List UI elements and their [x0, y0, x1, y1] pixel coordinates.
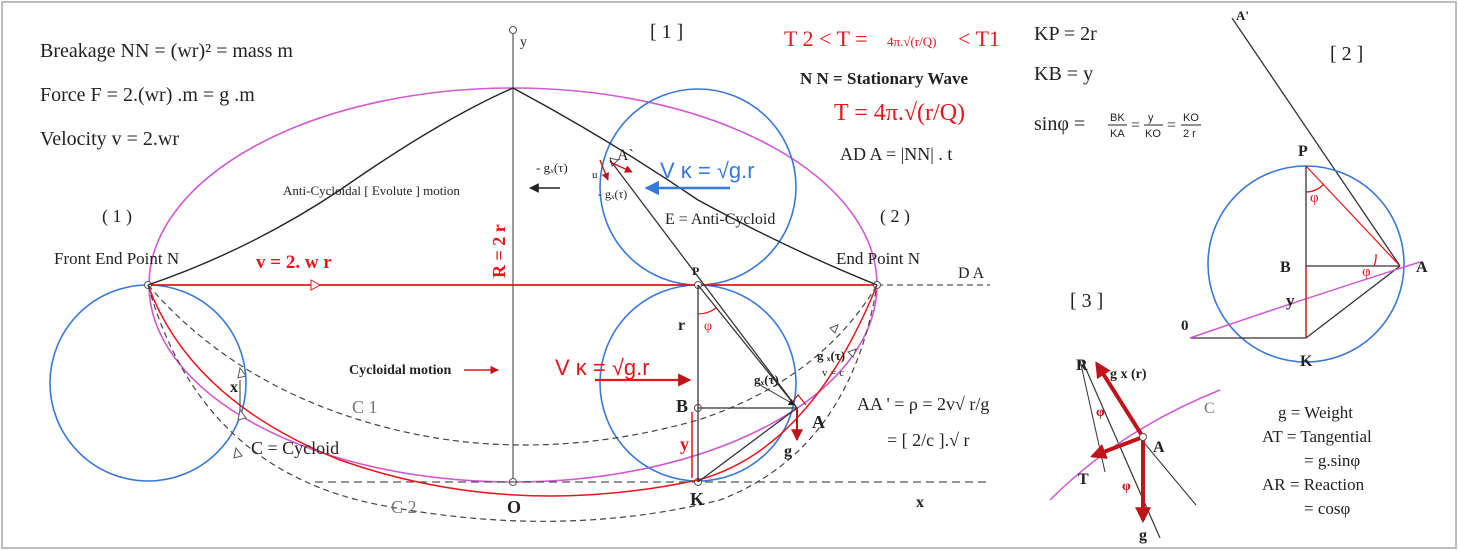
legend-tangential: AT = Tangential [1262, 427, 1372, 446]
anti-cycloid-label: E = Anti-Cycloid [665, 211, 775, 228]
panel3-curve-c [1049, 389, 1221, 501]
point-1-label: Front End Point N [54, 249, 179, 268]
panel3-tag: [ 3 ] [1070, 290, 1103, 312]
breakage-formula: Breakage NN = (wr)² = mass m [40, 40, 293, 62]
g-c-label-1: g ₓ(τ) [817, 348, 845, 363]
svg-text:y: y [1148, 112, 1154, 124]
legend-tangential-eq: = g.sinφ [1304, 451, 1360, 470]
p3-c-label: C [1204, 400, 1215, 417]
p3-t-label: T [1078, 471, 1089, 488]
p3-gx-label: g x (r) [1110, 367, 1147, 382]
sin-phi-lhs: sinφ = [1034, 113, 1085, 135]
tangential-arrow [1090, 435, 1144, 459]
p3-phi-label-1: φ [1096, 405, 1105, 420]
p2-a-prime-label: A' [1236, 8, 1249, 23]
p2-p-label: P [1298, 143, 1308, 160]
a-prime-label: A` [617, 147, 634, 164]
anti-cycloid-right [512, 87, 878, 286]
legend-weight: g = Weight [1278, 403, 1353, 422]
legend-reaction-eq: = cosφ [1304, 499, 1350, 518]
phi-label-1: φ [704, 319, 712, 334]
p2-y-label: y [1286, 291, 1295, 310]
b-label: B [676, 396, 688, 416]
cycloidal-motion-label: Cycloidal motion [349, 363, 451, 378]
sin-fraction-2: y KO = [1144, 112, 1176, 140]
y-axis-label: y [520, 35, 527, 50]
g-c-label-3: gₓ(τ) [754, 372, 779, 387]
p3-a-label: A [1153, 439, 1165, 456]
period-inequality-right: < T1 [958, 26, 1000, 51]
c2-label: C 2 [391, 497, 417, 517]
p2-phi-label-1: φ [1310, 190, 1319, 206]
g-c-label-2: v = c [822, 367, 844, 379]
svg-text:KA: KA [1110, 128, 1125, 140]
r-axis-label: R = 2 r [489, 224, 509, 278]
reaction-arrow [1095, 361, 1145, 439]
c1-label: C 1 [352, 397, 378, 417]
kp-formula: KP = 2r [1034, 23, 1097, 45]
g-label: g [784, 443, 792, 460]
u-label: u [592, 169, 598, 181]
panel2-magenta-curve [1189, 261, 1421, 339]
c1-dashed-curve [147, 284, 878, 446]
cycloid-label: C = Cycloid [251, 438, 339, 458]
panel1-tag: [ 1 ] [650, 21, 683, 43]
sin-fraction-1: BK KA = [1108, 112, 1140, 140]
p2-o-label: 0 [1181, 318, 1189, 334]
da-label: D A [958, 265, 985, 282]
panel2-tag: [ 2 ] [1330, 43, 1363, 65]
vk-red: V κ = √g.r [555, 355, 650, 380]
svg-text:BK: BK [1110, 112, 1125, 124]
o-label: O [507, 497, 521, 517]
aa-formula-2: = [ 2/c ].√ r [887, 430, 970, 450]
vk-blue: V κ = √g.r [660, 158, 755, 183]
x-axis-label: x [916, 494, 924, 511]
kb-formula: KB = y [1034, 63, 1093, 85]
period-main: T = 4π.√(r/Q) [834, 100, 965, 126]
minus-g-label-2: - gₓ(τ) [598, 187, 627, 201]
p2-b-label: B [1280, 259, 1291, 276]
ad-formula: AD A = |NN| . t [840, 144, 952, 164]
p2-phi-label-2: φ [1362, 264, 1371, 280]
y-label: y [680, 434, 689, 454]
aa-formula: AA ' = ρ = 2v√ r/g [857, 394, 989, 414]
svg-text:KO: KO [1183, 112, 1199, 124]
k-label: K [690, 489, 704, 509]
p-label: P [692, 264, 699, 278]
c2-dashed-curve [147, 284, 878, 522]
period-inequality-left: T 2 < T = [784, 26, 868, 51]
x-left-label: x [230, 379, 238, 396]
period-inequality-mid: 4π.√(r/Q) [887, 34, 936, 49]
anti-cycloidal-motion-label: Anti-Cycloidal [ Evolute ] motion [283, 183, 460, 198]
v-line-label: v = 2. w r [256, 252, 332, 273]
legend-reaction: AR = Reaction [1262, 475, 1365, 494]
p3-g-label: g [1139, 527, 1147, 544]
velocity-formula: Velocity v = 2.wr [40, 128, 179, 150]
p3-phi-label-2: φ [1122, 479, 1131, 494]
r-label: r [678, 317, 685, 334]
cycloid-curve [147, 284, 878, 497]
anti-cycloid-left [147, 87, 514, 286]
svg-text:2 r: 2 r [1183, 128, 1196, 140]
sin-fraction-3: KO 2 r [1181, 112, 1201, 140]
svg-text:=: = [1167, 117, 1176, 134]
point-1-number: ( 1 ) [102, 206, 132, 227]
p2-a-label: A [1416, 259, 1428, 276]
p2-k-label: K [1300, 353, 1313, 370]
point-2-number: ( 2 ) [880, 206, 910, 227]
stationary-wave-label: N N = Stationary Wave [800, 69, 968, 88]
force-formula: Force F = 2.(wr) .m = g .m [40, 84, 255, 106]
p3-r-label: R [1076, 357, 1088, 374]
svg-text:=: = [1131, 117, 1140, 134]
a-prime-line [1231, 17, 1401, 267]
svg-text:KO: KO [1145, 128, 1161, 140]
a-label: A [812, 412, 825, 432]
left-blue-circle [49, 284, 247, 482]
minus-g-label-1: - gₓ(τ) [536, 160, 568, 175]
point-2-label: End Point N [836, 249, 920, 268]
